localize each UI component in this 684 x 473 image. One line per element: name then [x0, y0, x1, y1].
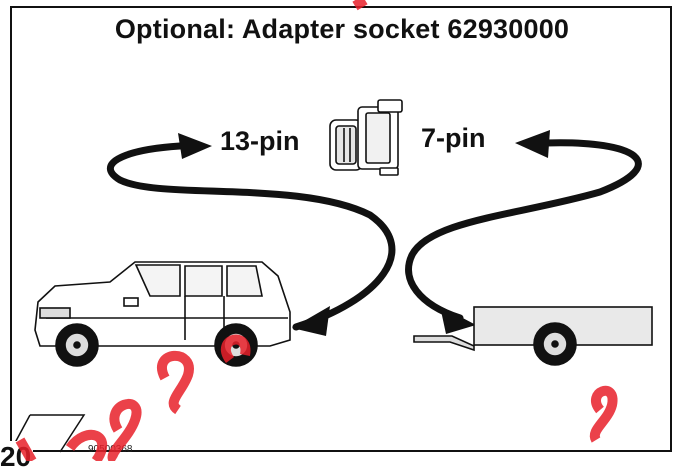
suv-car-icon	[34, 261, 291, 367]
arrowhead-trailer	[440, 306, 476, 334]
diagram-frame	[10, 6, 672, 452]
arrowhead-car	[292, 306, 330, 336]
trailer-icon	[413, 306, 653, 366]
left-cable-arrow	[106, 133, 396, 336]
diagram-artwork	[9, 99, 653, 453]
adapter-socket-icon	[329, 99, 403, 176]
part-code: 90500368	[88, 444, 133, 455]
label-7-pin: 7-pin	[421, 123, 486, 153]
arrowhead-7pin	[515, 130, 550, 158]
label-13-pin: 13-pin	[220, 126, 300, 156]
diagram-title: Optional: Adapter socket 62930000	[114, 14, 570, 44]
figure-number: 20	[0, 441, 34, 473]
arrowhead-13pin	[178, 133, 212, 159]
right-cable-arrow	[405, 130, 642, 334]
